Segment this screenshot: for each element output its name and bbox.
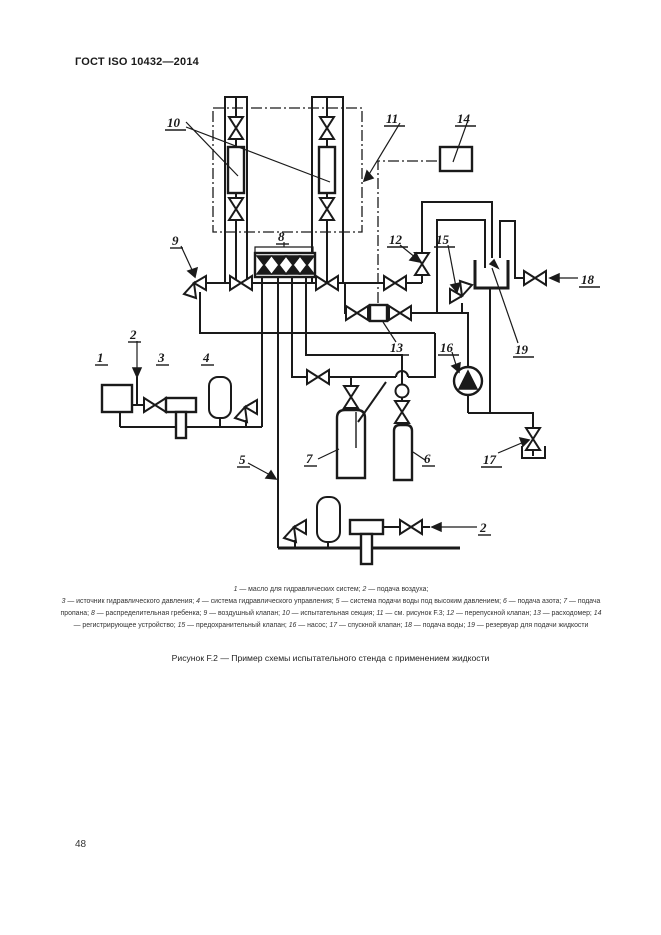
label-6: 6 xyxy=(424,451,431,466)
tank-return-pipe xyxy=(436,219,486,313)
label-15: 15 xyxy=(436,232,450,247)
bottom-air-inlet-valve xyxy=(399,518,423,536)
callout-labels: 1 2 3 4 5 6 7 8 9 10 11 12 13 14 15 16 1… xyxy=(95,111,600,536)
signal-line xyxy=(377,160,440,303)
assembly-air-valve xyxy=(233,398,258,427)
figure-caption: Рисунок F.2 — Пример схемы испытательног… xyxy=(171,653,490,663)
test-section-left-loop xyxy=(224,96,248,283)
flowmeter-valve-left xyxy=(345,304,369,322)
label-12: 12 xyxy=(389,232,403,247)
label-1: 1 xyxy=(97,350,104,365)
label-14: 14 xyxy=(457,111,471,126)
label-16: 16 xyxy=(440,340,454,355)
takeoff-propane-line xyxy=(291,277,436,378)
oil-tank-1 xyxy=(100,383,134,414)
hydraulic-bottom-line xyxy=(119,412,262,428)
water-supply-arrow xyxy=(548,272,578,284)
label-2: 2 xyxy=(129,327,137,342)
reservoir-19 xyxy=(473,260,510,290)
pressure-source-3 xyxy=(164,396,198,440)
bottom-air-valve xyxy=(282,518,307,548)
propane-line-valve xyxy=(306,368,330,386)
air-valve-9 xyxy=(182,274,207,300)
bypass-pipe xyxy=(421,201,493,283)
bottom-air-supply-arrow xyxy=(430,521,477,533)
bottom-accumulator xyxy=(316,496,341,548)
pump-drain-piping xyxy=(467,288,534,428)
label-18: 18 xyxy=(581,272,595,287)
label-11: 11 xyxy=(386,111,398,126)
flowmeter-13 xyxy=(368,303,389,323)
label-13: 13 xyxy=(390,340,404,355)
distribution-manifold-8 xyxy=(253,242,317,279)
label-8: 8 xyxy=(278,229,285,244)
enclosure-11-boundary xyxy=(212,107,363,233)
label-10: 10 xyxy=(167,115,181,130)
main-line-valve-a xyxy=(229,274,253,292)
flowmeter-valve-right xyxy=(388,304,412,322)
main-line-valve-b xyxy=(315,274,339,292)
label-9: 9 xyxy=(172,233,179,248)
drain-valve-17 xyxy=(521,427,546,459)
label-19: 19 xyxy=(515,342,529,357)
air-supply-arrow-top xyxy=(131,341,143,379)
test-stand-schematic: 1 2 3 4 5 6 7 8 9 10 11 12 13 14 15 16 1… xyxy=(95,96,600,566)
nitrogen-cylinder-6 xyxy=(392,383,414,482)
label-17: 17 xyxy=(483,452,497,467)
hp-water-assembly xyxy=(278,496,477,566)
main-line-valve-c xyxy=(383,274,407,292)
legend: 1 — масло для гидравлических систем; 2 —… xyxy=(60,586,602,629)
takeoff-nitrogen-line xyxy=(305,277,403,384)
label-7: 7 xyxy=(306,451,313,466)
label-4: 4 xyxy=(202,350,210,365)
safety-valve-15 xyxy=(449,279,474,313)
standard-number: ГОСТ ISO 10432—2014 xyxy=(75,56,199,68)
water-supply-valve-18 xyxy=(523,269,547,287)
return-line xyxy=(199,292,435,334)
water-supply-pipe xyxy=(499,220,525,279)
test-section-right-loop xyxy=(311,96,344,283)
pump-16 xyxy=(452,365,484,397)
cylinder-cross-pipe xyxy=(357,381,387,423)
label-2-bottom: 2 xyxy=(479,520,487,535)
label-3: 3 xyxy=(157,350,165,365)
page-number: 48 xyxy=(75,839,87,850)
hydraulic-inlet-valve xyxy=(143,396,167,414)
control-accumulator-4 xyxy=(208,376,232,427)
propane-cylinder-7 xyxy=(335,377,367,480)
bottom-pressure-source xyxy=(348,518,385,566)
recording-device-14 xyxy=(438,145,474,173)
hydraulic-assembly xyxy=(100,341,262,440)
label-5: 5 xyxy=(239,452,246,467)
